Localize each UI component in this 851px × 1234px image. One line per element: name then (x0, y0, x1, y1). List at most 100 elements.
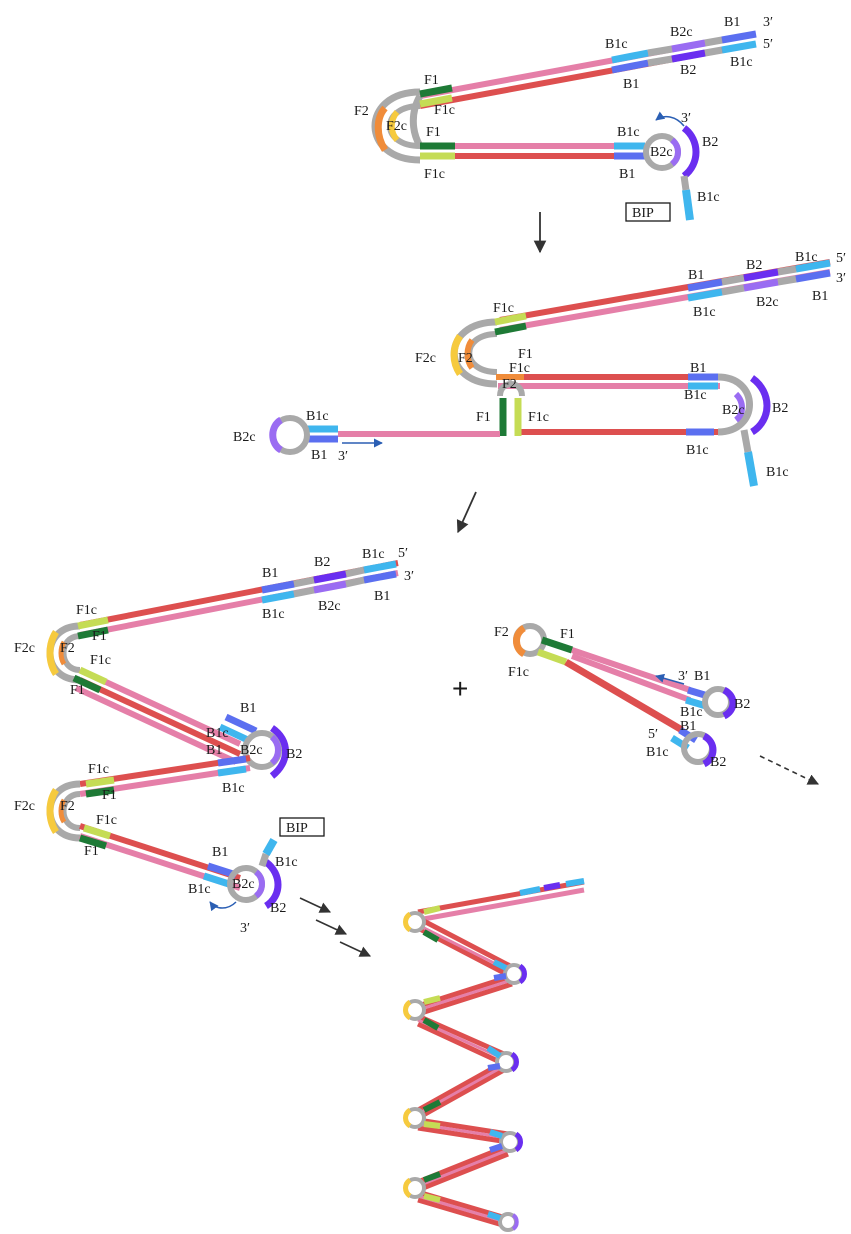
s3r-label-b1-up: B1 (694, 669, 710, 684)
s3-loop4-ext-arrow (209, 901, 237, 912)
s3-seg-gray-top (293, 576, 315, 588)
concat-b1-5 (489, 1129, 503, 1139)
stage2-label-junction-f1c: F1c (528, 410, 549, 425)
s3-strand2-b1c (218, 723, 252, 745)
s3-label-3p-l4: 3′ (240, 921, 250, 936)
stage1-label-b2c-1: B2c (670, 25, 693, 40)
plus-sign: + (452, 673, 468, 704)
s3-label-b1c-tail: B1c (275, 855, 298, 870)
s3-label-b1-l2b: B1 (206, 743, 222, 758)
s3-loop2-b2 (269, 725, 289, 779)
stage2-seg-gray2-bot (777, 275, 797, 286)
stage1-label-f1c-low: F1c (424, 167, 445, 182)
step-arrow-2 (456, 491, 477, 534)
concat-f1-5 (422, 1099, 442, 1113)
stage2-b2c-arc (733, 391, 745, 423)
stage2-seg-gray2-top (777, 265, 797, 276)
s3r-label-5p: 5′ (648, 727, 658, 742)
stage1-label-f1-low: F1 (426, 125, 441, 140)
s3r-upper-pink (571, 647, 691, 693)
s3-loop3-f1-b (78, 834, 108, 850)
concat-b1-2 (493, 973, 507, 981)
s3-seg-gray2-bot (345, 576, 365, 588)
stage2-seg-b2c-bot (743, 278, 779, 292)
small-arrow-3 (339, 941, 372, 957)
stage1-label-3p-r: 3′ (681, 111, 691, 126)
stage1-label-f2: F2 (354, 104, 369, 119)
s3-loop1-f1-b (72, 674, 102, 694)
stage2-seg-b2-top (743, 268, 779, 282)
concat-f1-2 (422, 929, 440, 943)
stage2-free-b2c-arc (269, 416, 284, 454)
stage2-seg-gray-top (721, 274, 745, 286)
s3-label-f1c-l1b: F1c (90, 653, 111, 668)
stage2-seg-b1c-bot (687, 288, 723, 302)
stage1-b2c-arc (669, 137, 681, 167)
stage1-label-b1c-r: B1c (617, 125, 640, 140)
s3-loop1-f2 (58, 640, 67, 666)
small-arrow-2 (315, 919, 348, 935)
stage1-label-f1c-top: F1c (434, 103, 455, 118)
concat-b1-4 (487, 1063, 501, 1071)
s3-label-f2c-l3: F2c (14, 799, 35, 814)
s3-label-b1c-l2b: B1c (222, 781, 245, 796)
stage2-label-junction-f1: F1 (476, 410, 491, 425)
s3r-lower-b2 (702, 732, 717, 768)
concat-b1-1 (492, 959, 508, 971)
s3-label-bip: BIP (286, 821, 308, 836)
stage2-f2-arc (464, 338, 475, 370)
stage2-label-b1-2: B1 (812, 289, 828, 304)
s3-loop4-tail-b1c (262, 838, 278, 856)
stage1-label-b2-2: B2 (680, 63, 696, 78)
stage2-label-b2c-mid: B2c (722, 403, 745, 418)
concat-right-loop-1-b2 (518, 963, 527, 985)
s3-loop3-inner (60, 791, 81, 831)
dashed-continue-arrow (759, 755, 820, 785)
s3-loop2-b2c (269, 734, 281, 766)
stage2-label-b1c-2: B1c (693, 305, 716, 320)
stage1-seg-b1c-top (611, 49, 649, 64)
stage1-seg-b2c-top (671, 39, 706, 53)
concat-left-loop-3-f2c (403, 1107, 412, 1129)
stage1-label-3p: 3′ (763, 15, 773, 30)
s3-seg-b1-bot (363, 570, 397, 584)
concat-zig-2b (417, 978, 513, 1012)
stage1-seg-b1-bot (611, 59, 649, 74)
s3-loop3-f1c (85, 776, 115, 788)
stage2-label-b1-1: B1 (688, 268, 704, 283)
stage2-junction-loop (497, 381, 525, 397)
stage2-label-f2: F2 (458, 351, 473, 366)
concat-f1-3 (423, 995, 441, 1005)
concat-zig-6b (417, 1148, 509, 1188)
concat-left-loop-4-f2c (403, 1177, 412, 1199)
s3-label-b1c-l2: B1c (206, 726, 229, 741)
s3-strand2-b1 (224, 713, 258, 735)
stage2-label-3p-free: 3′ (338, 449, 348, 464)
s3-strand2-pink (78, 667, 242, 747)
s3-bip-box (279, 817, 325, 837)
s3-seg-b1c-bot (261, 590, 295, 604)
stage1-label-b2-r: B2 (702, 135, 718, 150)
s3-loop4-b2 (263, 859, 282, 909)
s3-label-b2-l4: B2 (270, 901, 286, 916)
s3-seg-gray-bot (293, 586, 315, 598)
concat-f1-8 (423, 1193, 441, 1203)
stage1-seg-b1c-bot (721, 40, 757, 54)
concat-f1-6 (423, 1121, 441, 1129)
s3-seg-b1c-top (363, 560, 397, 574)
stage2-label-f2-junction: F2 (502, 377, 517, 392)
s3r-ext-arrow (655, 673, 685, 685)
stage1-seg-gray2-top (704, 36, 723, 47)
s3-seg-b2c-bot (313, 580, 347, 594)
s3-label-b1c-2: B1c (262, 607, 285, 622)
s3-strand2-red (78, 677, 242, 757)
small-arrow-1 (299, 897, 332, 913)
stage1-left-loop-outer (409, 94, 424, 148)
stage1-label-f1-top: F1 (424, 73, 439, 88)
stage1-seg-gray-top (647, 45, 673, 57)
stage2-label-b2c-2: B2c (756, 295, 779, 310)
s3-label-f1-l3b: F1 (84, 844, 99, 859)
concat-right-loop-3-b2 (514, 1131, 523, 1153)
concat-left-loop-1-f2c (403, 911, 412, 933)
s3-loop3-f1c-b (82, 824, 112, 840)
